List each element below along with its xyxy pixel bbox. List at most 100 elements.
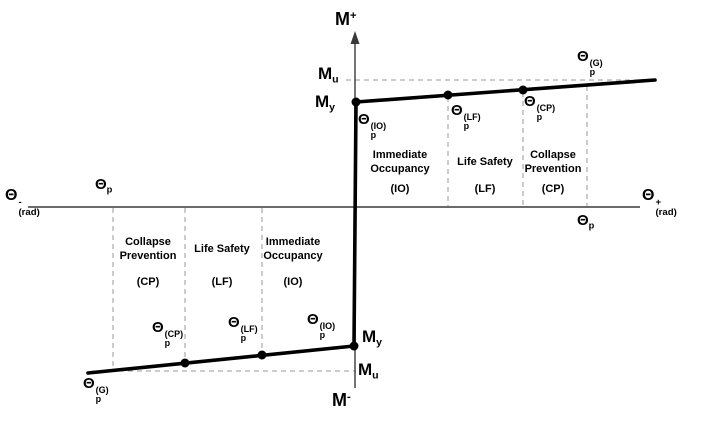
- theta-p-g-neg-base: Θ: [83, 375, 95, 392]
- theta-rad-neg-sub: (rad): [18, 206, 40, 218]
- m-minus-base: M: [332, 390, 347, 410]
- m-minus-sup: -: [347, 390, 351, 403]
- theta-p-lf-neg-base: Θ: [228, 314, 240, 331]
- theta-rad-neg-sup: -: [18, 196, 22, 208]
- theta-p-g-neg-sup: (G): [95, 384, 109, 395]
- theta-p-left-sub: p: [106, 184, 113, 195]
- vertical-axis-arrowhead: [350, 31, 360, 44]
- m-minus-label: M-: [332, 391, 351, 409]
- my-neg-base: M: [362, 327, 377, 346]
- theta-p-lf-neg-scripts: (LF)p: [240, 323, 258, 344]
- region-name: Life Safety: [457, 155, 513, 168]
- theta-p-io-pos-sub: p: [370, 129, 377, 140]
- region-abbr: (LF): [211, 276, 233, 288]
- theta-p-g-pos-sub: p: [589, 66, 596, 77]
- theta-p-cp-neg-label: Θ(CP)p: [152, 320, 183, 348]
- theta-p-right-sub: p: [588, 220, 595, 231]
- theta-p-io-neg-base: Θ: [307, 311, 319, 328]
- theta-p-lf-pos-sub: p: [463, 120, 470, 131]
- mu-pos-base: M: [318, 64, 333, 83]
- theta-rad-pos-label: Θ+(rad): [642, 188, 677, 218]
- point-theta-cp-neg: [180, 358, 190, 368]
- region-abbr: (LF): [474, 183, 496, 195]
- mu-neg-sub: u: [372, 369, 379, 382]
- theta-p-io-neg-scripts: (IO)p: [319, 320, 336, 341]
- my-pos-base: M: [315, 92, 330, 111]
- theta-p-io-pos-label: Θ(IO)p: [358, 112, 386, 140]
- theta-p-io-neg-sup: (IO): [319, 320, 336, 331]
- theta-p-g-pos-label: Θ(G)p: [577, 49, 603, 77]
- theta-p-right-base: Θ: [577, 212, 589, 229]
- region-immediate-occupancy-neg: Immediate Occupancy (IO): [254, 233, 332, 289]
- theta-p-cp-pos-base: Θ: [524, 93, 536, 110]
- theta-p-right-label: Θp: [577, 213, 594, 231]
- region-abbr: (IO): [390, 183, 410, 195]
- point-theta-lf-pos: [443, 90, 453, 100]
- theta-p-left-base: Θ: [95, 176, 107, 193]
- theta-p-lf-pos-base: Θ: [451, 102, 463, 119]
- region-immediate-occupancy-pos: Immediate Occupancy (IO): [361, 146, 439, 196]
- m-plus-base: M: [335, 9, 350, 29]
- theta-p-cp-pos-sub: p: [536, 111, 543, 122]
- theta-p-io-pos-scripts: (IO)p: [370, 120, 387, 141]
- region-life-safety-pos: Life Safety (LF): [446, 146, 524, 196]
- my-neg-sub: y: [376, 336, 383, 349]
- region-name: Immediate Occupancy: [370, 148, 430, 175]
- theta-rad-pos-sup: +: [655, 196, 662, 208]
- theta-p-lf-neg-sup: (LF): [240, 323, 258, 334]
- theta-p-lf-neg-label: Θ(LF)p: [228, 315, 258, 343]
- theta-p-g-pos-sup: (G): [589, 57, 603, 68]
- mu-pos-label: Mu: [318, 65, 339, 85]
- mu-neg-base: M: [358, 360, 373, 379]
- region-name: Life Safety: [194, 242, 250, 255]
- theta-p-g-neg-label: Θ(G)p: [83, 376, 109, 404]
- theta-p-left-label: Θp: [95, 177, 112, 195]
- backbone-curve: [86, 78, 657, 375]
- theta-p-cp-pos-label: Θ(CP)p: [524, 94, 555, 122]
- theta-p-lf-pos-scripts: (LF)p: [463, 111, 481, 132]
- theta-rad-neg-scripts: -(rad): [18, 196, 40, 218]
- point-theta-lf-neg: [257, 350, 267, 360]
- theta-p-io-neg-sub: p: [319, 329, 326, 340]
- region-collapse-prevention-neg: Collapse Prevention (CP): [109, 233, 187, 289]
- m-plus-sup: +: [350, 9, 357, 22]
- point-my-neg: [349, 341, 359, 351]
- theta-p-cp-neg-sup: (CP): [164, 328, 184, 339]
- region-abbr: (CP): [136, 276, 160, 288]
- m-plus-label: M+: [335, 10, 357, 28]
- theta-p-lf-pos-label: Θ(LF)p: [451, 103, 481, 131]
- theta-p-g-pos-base: Θ: [577, 48, 589, 65]
- theta-p-io-neg-label: Θ(IO)p: [307, 312, 335, 340]
- region-life-safety-neg: Life Safety (LF): [183, 233, 261, 289]
- theta-p-cp-pos-sup: (CP): [536, 102, 556, 113]
- theta-p-cp-neg-sub: p: [164, 337, 171, 348]
- region-abbr: (IO): [283, 276, 303, 288]
- region-collapse-prevention-pos: Collapse Prevention (CP): [514, 146, 592, 196]
- theta-p-lf-neg-sub: p: [240, 332, 247, 343]
- theta-p-io-pos-sup: (IO): [370, 120, 387, 131]
- mu-neg-label: Mu: [358, 361, 379, 381]
- theta-p-lf-pos-sup: (LF): [463, 111, 481, 122]
- theta-p-cp-neg-scripts: (CP)p: [164, 328, 184, 349]
- theta-p-g-neg-sub: p: [95, 393, 102, 404]
- theta-rad-pos-sub: (rad): [655, 206, 677, 218]
- theta-p-cp-neg-base: Θ: [152, 319, 164, 336]
- theta-rad-neg-base: Θ: [5, 187, 18, 204]
- my-neg-label: My: [362, 328, 382, 348]
- region-name: Immediate Occupancy: [263, 235, 323, 262]
- my-pos-label: My: [315, 93, 335, 113]
- theta-p-io-pos-base: Θ: [358, 111, 370, 128]
- point-theta-cp-pos: [518, 85, 528, 95]
- theta-p-g-neg-scripts: (G)p: [95, 384, 109, 405]
- theta-rad-pos-base: Θ: [642, 187, 655, 204]
- theta-rad-pos-scripts: +(rad): [655, 196, 677, 218]
- region-name: Collapse Prevention: [119, 235, 177, 262]
- region-name: Collapse Prevention: [524, 148, 582, 175]
- theta-p-g-pos-scripts: (G)p: [589, 57, 603, 78]
- theta-p-cp-pos-scripts: (CP)p: [536, 102, 556, 123]
- my-pos-sub: y: [329, 101, 336, 114]
- point-my-pos: [351, 97, 361, 107]
- region-abbr: (CP): [541, 183, 565, 195]
